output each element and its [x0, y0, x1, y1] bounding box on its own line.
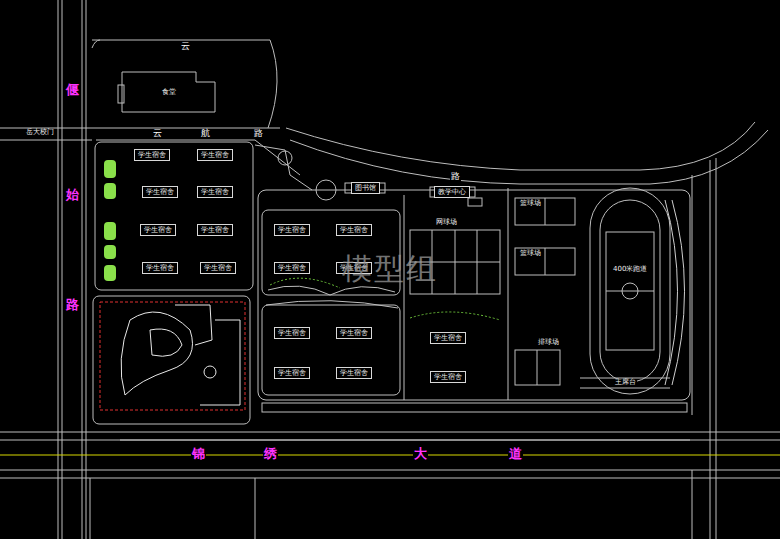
place-label: 篮球场: [519, 200, 542, 208]
building-name: 学生宿舍: [434, 334, 462, 342]
building-name: 学生宿舍: [278, 264, 306, 272]
building-name: 学生宿舍: [201, 151, 229, 159]
building-box: 学生宿舍: [274, 327, 310, 339]
road-name: 云: [152, 129, 163, 139]
building-box: 学生宿舍: [140, 224, 176, 236]
place-label: 岳大校门: [25, 129, 55, 137]
road-name: 路: [65, 298, 80, 312]
building-box: 学生宿舍: [336, 367, 372, 379]
road-name: 绣: [263, 447, 278, 461]
building-name: 食堂: [162, 88, 176, 96]
building-box: 学生宿舍: [336, 224, 372, 236]
canteen-building: 食堂: [122, 72, 215, 112]
road-name: 大: [413, 447, 428, 461]
building-box: 学生宿舍: [134, 149, 170, 161]
watermark: 模型组: [342, 252, 438, 285]
place-label: 400米跑道: [612, 266, 648, 274]
building-name: 学生宿舍: [146, 264, 174, 272]
building-name: 学生宿舍: [340, 329, 368, 337]
road-name: 路: [450, 172, 461, 182]
building-name: 学生宿舍: [340, 226, 368, 234]
building-name: 学生宿舍: [278, 226, 306, 234]
road-name: 航: [200, 129, 211, 139]
building-box: 学生宿舍: [197, 224, 233, 236]
building-box: 学生宿舍: [430, 332, 466, 344]
building-box: 学生宿舍: [200, 262, 236, 274]
building-box: 学生宿舍: [197, 186, 233, 198]
building-box: 学生宿舍: [336, 327, 372, 339]
building-box: 学生宿舍: [274, 367, 310, 379]
road-name: 路: [253, 129, 264, 139]
place-label: 篮球场: [519, 250, 542, 258]
place-label: 主席台: [614, 379, 637, 387]
building-name: 学生宿舍: [204, 264, 232, 272]
building-name: 学生宿舍: [340, 369, 368, 377]
road-name: 始: [65, 188, 80, 202]
building-name: 学生宿舍: [138, 151, 166, 159]
building-name: 学生宿舍: [278, 369, 306, 377]
building-box: 教学中心: [434, 186, 470, 198]
building-name: 教学中心: [438, 188, 466, 196]
building-box: 学生宿舍: [274, 262, 310, 274]
building-name: 学生宿舍: [434, 373, 462, 381]
building-name: 学生宿舍: [144, 226, 172, 234]
building-name: 学生宿舍: [201, 226, 229, 234]
place-label: 网球场: [435, 219, 458, 227]
building-box: 学生宿舍: [197, 149, 233, 161]
building-box: 学生宿舍: [142, 186, 178, 198]
building-box: 图书馆: [351, 182, 380, 194]
building-name: 学生宿舍: [201, 188, 229, 196]
building-box: 学生宿舍: [274, 224, 310, 236]
building-box: 学生宿舍: [430, 371, 466, 383]
road-name: 锦: [191, 447, 206, 461]
building-name: 图书馆: [355, 184, 376, 192]
building-name: 学生宿舍: [146, 188, 174, 196]
road-name: 云: [180, 42, 191, 52]
road-name: 道: [508, 447, 523, 461]
building-box: 学生宿舍: [142, 262, 178, 274]
road-name: 偃: [65, 83, 80, 97]
place-label: 排球场: [537, 339, 560, 347]
building-name: 学生宿舍: [278, 329, 306, 337]
